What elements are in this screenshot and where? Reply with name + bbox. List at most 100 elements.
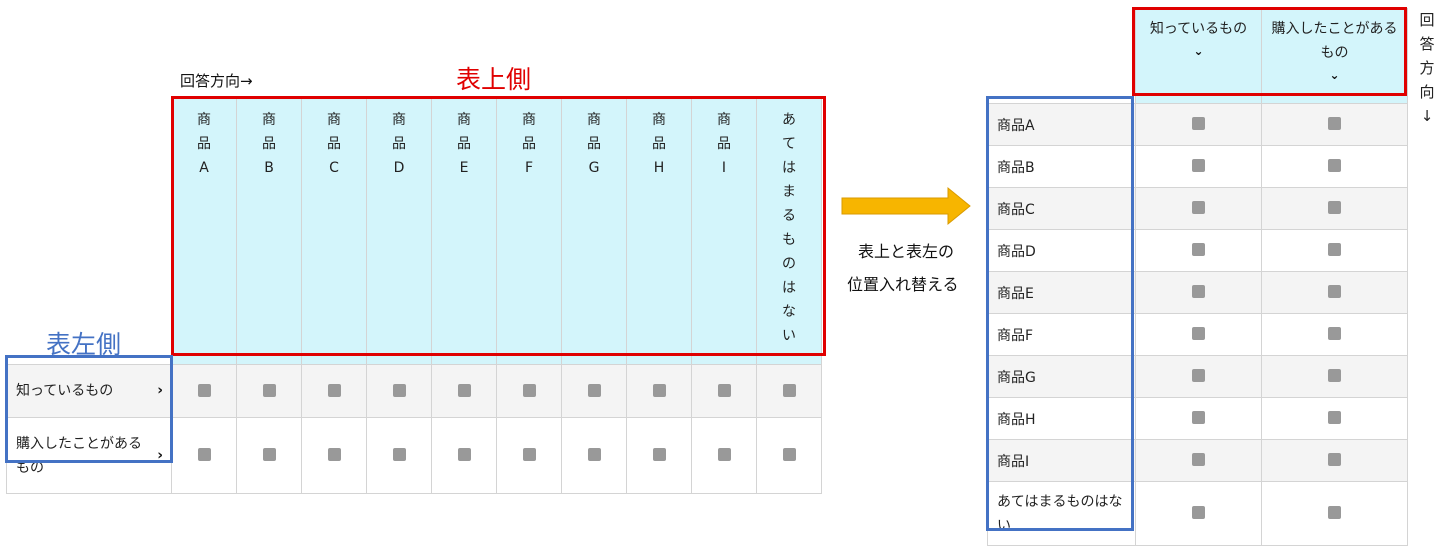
column-header: 商品A (171, 97, 237, 365)
swap-caption-line2: 位置入れ替える (847, 275, 959, 294)
right-header-known[interactable]: 知っているもの ⌄ (1135, 8, 1262, 104)
checkbox[interactable] (717, 448, 731, 461)
row-label: 商品B (987, 145, 1136, 188)
checkbox-cell (1261, 439, 1408, 482)
left-side-title: 表左側 (46, 330, 122, 359)
table-row: あてはまるものはない (987, 481, 1408, 546)
checkbox[interactable] (522, 448, 536, 461)
column-header: あてはまるものはない (756, 97, 822, 365)
row-label: 商品D (987, 229, 1136, 272)
checkbox[interactable] (327, 448, 341, 461)
checkbox-cell (366, 364, 432, 418)
checkbox[interactable] (392, 448, 406, 461)
checkbox[interactable] (327, 383, 341, 397)
checkbox[interactable] (1328, 159, 1341, 172)
checkbox[interactable] (1192, 117, 1205, 130)
table-row: 商品D (987, 229, 1408, 272)
checkbox[interactable] (587, 383, 601, 397)
checkbox-cell (171, 364, 237, 418)
column-header-text: 商品A (196, 112, 211, 176)
checkbox-cell (1261, 355, 1408, 398)
checkbox-cell (431, 364, 497, 418)
top-side-title: 表上側 (456, 65, 532, 94)
checkbox-cell (1135, 313, 1262, 356)
checkbox[interactable] (1328, 506, 1341, 519)
column-header-text: 商品G (586, 112, 601, 176)
checkbox-cell (691, 364, 757, 418)
top-side-highlight-frame (171, 96, 826, 356)
checkbox-cell (1261, 481, 1408, 546)
column-header-text: あてはまるものはない (781, 112, 796, 344)
checkbox[interactable] (392, 383, 406, 397)
checkbox[interactable] (652, 448, 666, 461)
row-label: 商品H (987, 397, 1136, 440)
checkbox-cell (561, 364, 627, 418)
column-header: 商品D (366, 97, 432, 365)
checkbox[interactable] (262, 448, 276, 461)
right-top-highlight-frame (1132, 7, 1407, 96)
checkbox-cell (171, 417, 237, 494)
row-label-text: 知っているもの (16, 383, 114, 399)
checkbox[interactable] (782, 383, 796, 397)
row-label-text: 購入したことがあるもの (16, 435, 142, 476)
column-header-text: 商品C (326, 112, 341, 176)
checkbox[interactable] (1328, 369, 1341, 382)
checkbox-cell (691, 417, 757, 494)
checkbox-cell (1261, 313, 1408, 356)
checkbox[interactable] (197, 448, 211, 461)
checkbox-cell (1261, 397, 1408, 440)
checkbox[interactable] (1328, 243, 1341, 256)
checkbox[interactable] (1192, 369, 1205, 382)
checkbox[interactable] (197, 383, 211, 397)
checkbox[interactable] (1192, 285, 1205, 298)
table-row: 商品G (987, 355, 1408, 398)
checkbox[interactable] (457, 448, 471, 461)
table-row: 商品F (987, 313, 1408, 356)
checkbox[interactable] (1192, 327, 1205, 340)
column-header: 商品C (301, 97, 367, 365)
row-label: 商品A (987, 103, 1136, 146)
checkbox[interactable] (652, 383, 666, 397)
checkbox-cell (1135, 271, 1262, 314)
checkbox[interactable] (782, 448, 796, 461)
checkbox-cell (1135, 187, 1262, 230)
checkbox-cell (496, 417, 562, 494)
right-header-row: 知っているもの ⌄ 購入したことがあるもの ⌄ (988, 8, 1408, 104)
row-label-purchased[interactable]: 購入したことがあるもの › (6, 417, 172, 494)
row-label: 商品F (987, 313, 1136, 356)
column-header: 商品I (691, 97, 757, 365)
checkbox-cell (1261, 229, 1408, 272)
checkbox[interactable] (262, 383, 276, 397)
checkbox[interactable] (457, 383, 471, 397)
checkbox[interactable] (1328, 117, 1341, 130)
checkbox[interactable] (1328, 285, 1341, 298)
checkbox[interactable] (1328, 411, 1341, 424)
table-row: 商品E (987, 271, 1408, 314)
checkbox-cell (236, 364, 302, 418)
right-header-purchased[interactable]: 購入したことがあるもの ⌄ (1261, 8, 1408, 104)
checkbox[interactable] (1192, 159, 1205, 172)
swap-caption-line1: 表上と表左の (858, 242, 955, 261)
checkbox-cell (1261, 145, 1408, 188)
checkbox[interactable] (1192, 201, 1205, 214)
checkbox[interactable] (1328, 453, 1341, 466)
row-label: 商品I (987, 439, 1136, 482)
checkbox[interactable] (1328, 201, 1341, 214)
table-row: 知っているもの › (6, 364, 822, 418)
column-header-text: 知っているもの (1149, 21, 1248, 37)
checkbox[interactable] (717, 383, 731, 397)
checkbox[interactable] (1192, 411, 1205, 424)
checkbox[interactable] (522, 383, 536, 397)
checkbox[interactable] (1192, 506, 1205, 519)
checkbox[interactable] (587, 448, 601, 461)
row-label-known[interactable]: 知っているもの › (6, 364, 172, 418)
column-header-text: 商品D (391, 112, 406, 176)
column-header-text: 購入したことがあるもの (1271, 21, 1398, 61)
checkbox[interactable] (1328, 327, 1341, 340)
checkbox[interactable] (1192, 453, 1205, 466)
checkbox[interactable] (1192, 243, 1205, 256)
checkbox-cell (1135, 229, 1262, 272)
column-header-text: 商品I (716, 112, 731, 176)
